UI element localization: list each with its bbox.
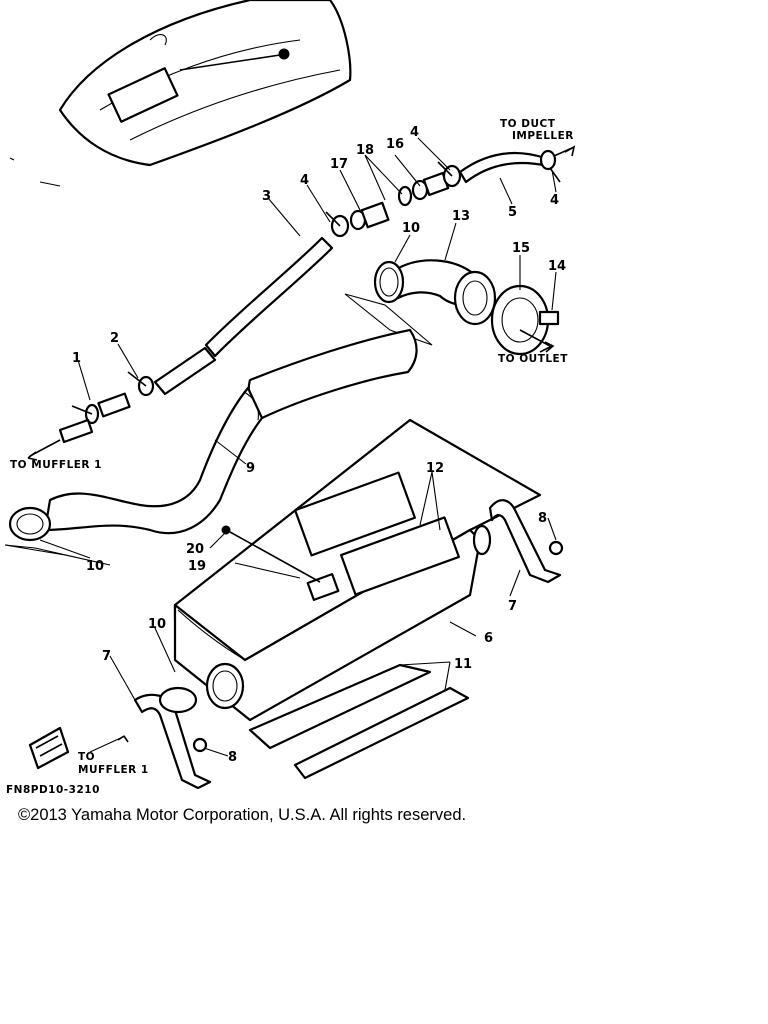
- callout-8-a: 8: [538, 511, 547, 526]
- bracket-7-right: [488, 499, 564, 584]
- callout-7-b: 7: [102, 649, 111, 664]
- callout-1: 1: [72, 351, 81, 366]
- callout-5: 5: [508, 205, 517, 220]
- callout-18: 18: [356, 143, 374, 158]
- muffler-6: [173, 418, 542, 722]
- pad-11: [248, 663, 470, 780]
- callout-4-b: 4: [410, 125, 419, 140]
- callout-2: 2: [110, 331, 119, 346]
- callout-14: 14: [548, 259, 566, 274]
- bracket-7-left: [133, 686, 212, 790]
- to-outlet-label: TO OUTLET: [498, 353, 568, 365]
- callout-19: 19: [188, 559, 206, 574]
- callout-8-b: 8: [228, 750, 237, 765]
- callout-9: 9: [246, 461, 255, 476]
- emblem-icon: [28, 726, 70, 770]
- to-muffler-bottom-label-2: MUFFLER 1: [78, 764, 149, 776]
- callout-10-a: 10: [402, 221, 420, 236]
- to-impeller-label: IMPELLER: [512, 130, 574, 142]
- leader-lines: [39, 137, 557, 757]
- callout-4-c: 4: [550, 193, 559, 208]
- fitting-chain: [325, 161, 462, 238]
- callout-4-a: 4: [300, 173, 309, 188]
- to-muffler-bottom-label-1: TO: [78, 751, 95, 763]
- callout-7-a: 7: [508, 599, 517, 614]
- outlet-elbow-13: [344, 259, 497, 346]
- callout-15: 15: [512, 241, 530, 256]
- callout-17: 17: [330, 157, 348, 172]
- to-duct-label: TO DUCT: [500, 118, 556, 130]
- callout-10-b: 10: [86, 559, 104, 574]
- bolt-14: [519, 310, 560, 347]
- callout-6: 6: [484, 631, 493, 646]
- hose-3: [153, 236, 334, 396]
- callout-11: 11: [454, 657, 472, 672]
- callout-13: 13: [452, 209, 470, 224]
- callout-3: 3: [262, 189, 271, 204]
- direction-arrows: [27, 145, 576, 743]
- callout-10-c: 10: [148, 617, 166, 632]
- to-muffler-top-label: TO MUFFLER 1: [10, 459, 102, 471]
- copyright-notice: ©2013 Yamaha Motor Corporation, U.S.A. A…: [18, 806, 467, 824]
- callout-20: 20: [186, 542, 204, 557]
- callout-16: 16: [386, 137, 404, 152]
- clamp-10-left: [4, 506, 111, 566]
- fittings-1-2: [29, 371, 155, 457]
- figure-code: FN8PD10-3210: [6, 784, 100, 796]
- clamp-4-right: [539, 149, 557, 171]
- callout-12: 12: [426, 461, 444, 476]
- exhaust-parts-diagram: 3 4 17 18 16 4 5 4 10 13 15 14 2 1 9 12 …: [4, 0, 576, 796]
- hose-5: [458, 147, 573, 184]
- watercraft-thumbnail: [9, 0, 352, 187]
